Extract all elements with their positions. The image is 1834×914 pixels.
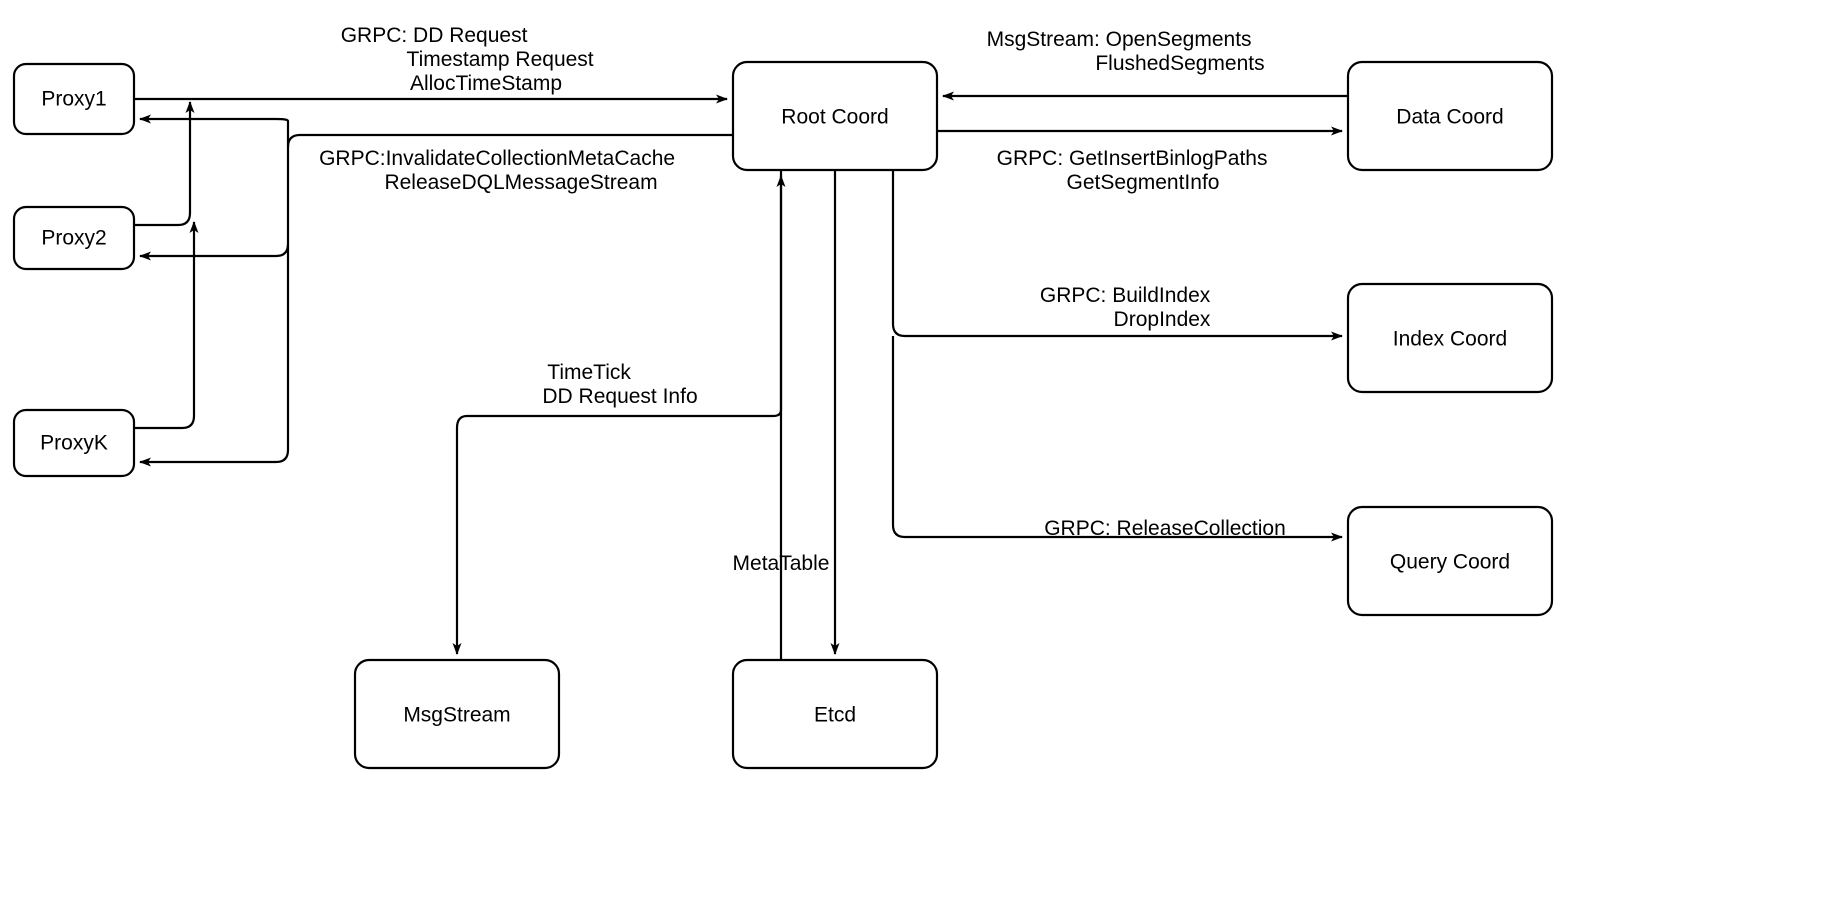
edge-label-line: Timestamp Request — [407, 48, 594, 71]
edge-label-line: DropIndex — [1114, 308, 1211, 331]
edge-label-rootcoord-to-proxies: GRPC:InvalidateCollectionMetaCache Relea… — [319, 147, 681, 194]
node-proxyk-label: ProxyK — [40, 432, 108, 455]
node-querycoord-label: Query Coord — [1390, 551, 1510, 574]
edge-rootcoord-to-proxy1 — [139, 114, 290, 147]
node-proxyk[interactable]: ProxyK — [12, 408, 136, 478]
edge-layer — [134, 91, 1348, 660]
node-etcd-box[interactable] — [731, 658, 939, 770]
node-proxy1-label: Proxy1 — [41, 88, 106, 111]
node-datacoord-box[interactable] — [1346, 60, 1554, 172]
node-proxy1-box[interactable] — [12, 62, 136, 136]
edge-label-line: MsgStream: OpenSegments — [987, 28, 1252, 51]
edge-label-line: MetaTable — [733, 552, 830, 575]
edge-label-line: GRPC: GetInsertBinlogPaths — [997, 147, 1268, 170]
edge-proxy2-merge-up — [134, 101, 195, 227]
edge-label-line: DD Request Info — [542, 385, 697, 408]
edge-label-datacoord-to-rootcoord: MsgStream: OpenSegments FlushedSegments — [987, 28, 1265, 75]
edge-rootcoord-to-msgstream — [452, 170, 783, 655]
edge-label-proxy-to-rootcoord: GRPC: DD Request Timestamp Request Alloc… — [341, 24, 600, 95]
node-proxy2-label: Proxy2 — [41, 227, 106, 250]
node-indexcoord[interactable]: Index Coord — [1346, 282, 1554, 394]
node-msgstream-label: MsgStream — [403, 704, 510, 727]
edge-label-line: AllocTimeStamp — [410, 72, 562, 95]
edge-label-rootcoord-to-datacoord: GRPC: GetInsertBinlogPaths GetSegmentInf… — [997, 147, 1274, 194]
edge-label-line: GetSegmentInfo — [1067, 171, 1220, 194]
edge-label-line: GRPC: DD Request — [341, 24, 528, 47]
node-indexcoord-label: Index Coord — [1393, 328, 1507, 351]
node-datacoord-label: Data Coord — [1396, 106, 1503, 129]
node-proxy1[interactable]: Proxy1 — [12, 62, 136, 136]
node-querycoord[interactable]: Query Coord — [1346, 505, 1554, 617]
edge-label-line: ReleaseDQLMessageStream — [384, 171, 657, 194]
node-indexcoord-box[interactable] — [1346, 282, 1554, 394]
edge-label-rootcoord-to-msgstream: TimeTick DD Request Info — [542, 361, 697, 408]
node-querycoord-box[interactable] — [1346, 505, 1554, 617]
node-etcd-label: Etcd — [814, 704, 856, 727]
edge-label-rootcoord-to-querycoord: GRPC: ReleaseCollection — [1044, 517, 1286, 540]
node-rootcoord-box[interactable] — [731, 60, 939, 172]
edge-rootcoord-to-querycoord — [891, 336, 1343, 542]
node-proxy2[interactable]: Proxy2 — [12, 205, 136, 271]
edge-label-rootcoord-to-indexcoord: GRPC: BuildIndex DropIndex — [1040, 284, 1216, 331]
node-rootcoord[interactable]: Root Coord — [731, 60, 939, 172]
node-datacoord[interactable]: Data Coord — [1346, 60, 1554, 172]
edge-label-layer: GRPC: DD Request Timestamp Request Alloc… — [319, 24, 1286, 575]
edge-label-rootcoord-to-etcd: MetaTable — [733, 552, 830, 575]
edge-label-line: TimeTick — [547, 361, 631, 384]
node-msgstream[interactable]: MsgStream — [353, 658, 561, 770]
edge-rootcoord-to-indexcoord — [891, 170, 1343, 341]
node-proxy2-box[interactable] — [12, 205, 136, 271]
node-rootcoord-label: Root Coord — [781, 106, 888, 129]
edge-rootcoord-to-proxy2 — [139, 243, 290, 261]
edge-label-line: GRPC:InvalidateCollectionMetaCache — [319, 147, 675, 170]
edge-proxyk-merge-up — [134, 221, 199, 430]
edge-label-line: GRPC: ReleaseCollection — [1044, 517, 1286, 540]
node-etcd[interactable]: Etcd — [731, 658, 939, 770]
edge-label-line: FlushedSegments — [1095, 52, 1264, 75]
edge-rootcoord-to-proxies-trunk — [139, 133, 733, 467]
node-proxyk-box[interactable] — [12, 408, 136, 478]
edge-label-line: GRPC: BuildIndex — [1040, 284, 1211, 307]
node-layer: Proxy1 Proxy2 ProxyK Root Coord Data Coo… — [12, 60, 1554, 770]
node-msgstream-box[interactable] — [353, 658, 561, 770]
